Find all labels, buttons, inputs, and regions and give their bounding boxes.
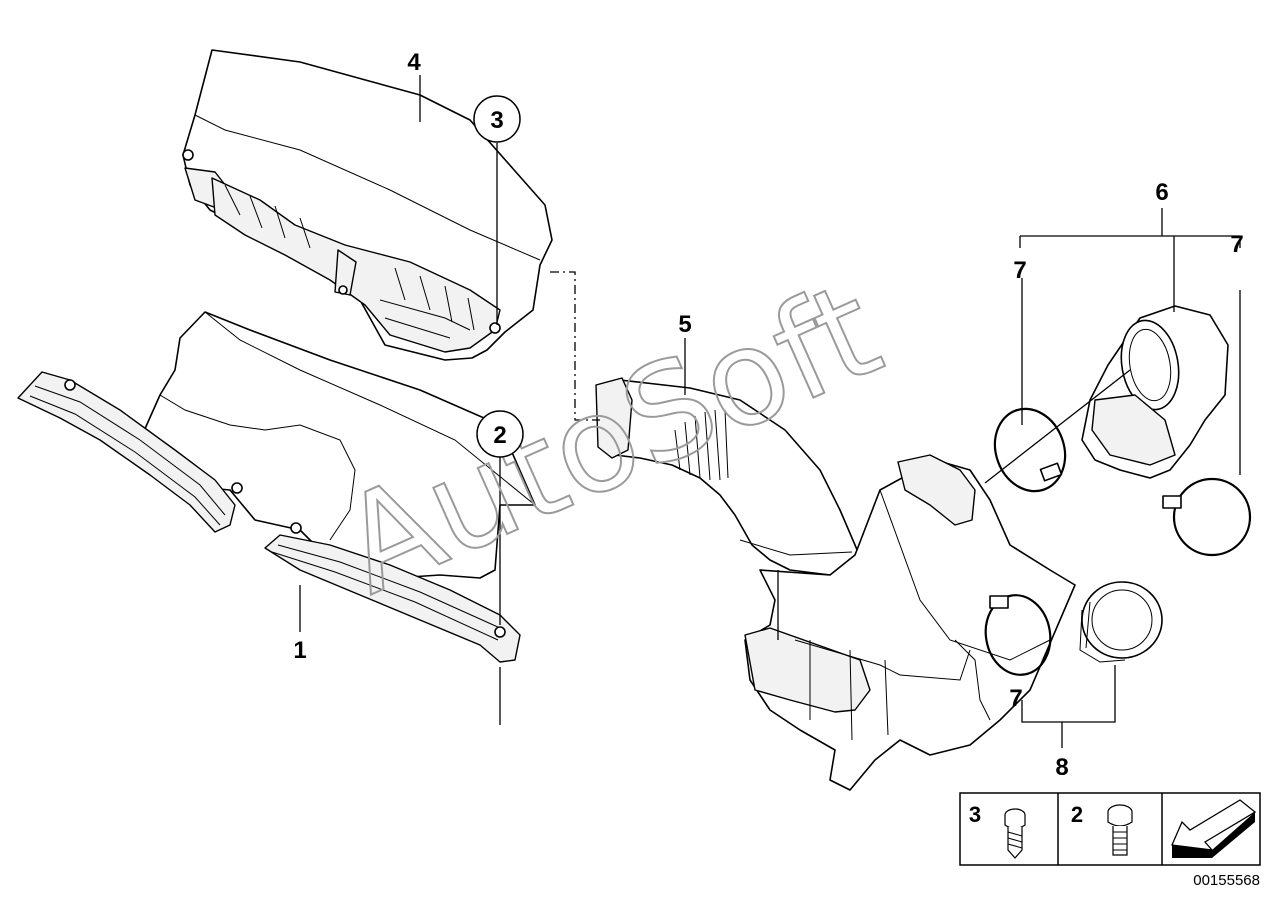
legend-label-2: 2 — [1071, 802, 1083, 827]
legend-label-3: 3 — [969, 802, 981, 827]
callout-1: 1 — [293, 637, 306, 664]
callout-4: 4 — [407, 49, 421, 76]
leader-lines — [299, 75, 1241, 748]
callouts: 3 2 4 1 5 6 7 7 7 8 — [293, 49, 1243, 781]
callout-5: 5 — [678, 311, 691, 338]
air-filter-housing — [744, 454, 1076, 791]
upper-cowl-cover — [182, 49, 553, 361]
callout-3-circle — [473, 95, 521, 143]
callout-7-right: 7 — [1230, 231, 1243, 258]
diagram-number: 00155568 — [1193, 872, 1260, 889]
callout-2: 2 — [493, 422, 506, 449]
lower-cowl-panel — [17, 311, 536, 663]
resonator-elbow — [1081, 305, 1229, 479]
callout-7-bottom: 7 — [1009, 685, 1022, 712]
intake-duct — [595, 377, 859, 576]
bolt-icon — [1107, 804, 1133, 856]
direction-arrow-icon — [1171, 799, 1257, 858]
rubber-sleeve — [1079, 581, 1163, 663]
fastener-legend: 3 2 — [959, 792, 1261, 866]
callout-8: 8 — [1055, 754, 1068, 781]
callout-3: 3 — [490, 107, 503, 134]
assembly-dash-line — [550, 271, 600, 421]
hose-clamp-lower — [984, 594, 1052, 676]
callout-2-circle — [476, 410, 524, 458]
callout-7-left: 7 — [1013, 257, 1026, 284]
hose-clamp-right — [1162, 477, 1252, 557]
self-tapping-screw-icon — [1004, 808, 1026, 859]
callout-6: 6 — [1155, 179, 1168, 206]
hose-clamp-upper — [993, 407, 1067, 493]
